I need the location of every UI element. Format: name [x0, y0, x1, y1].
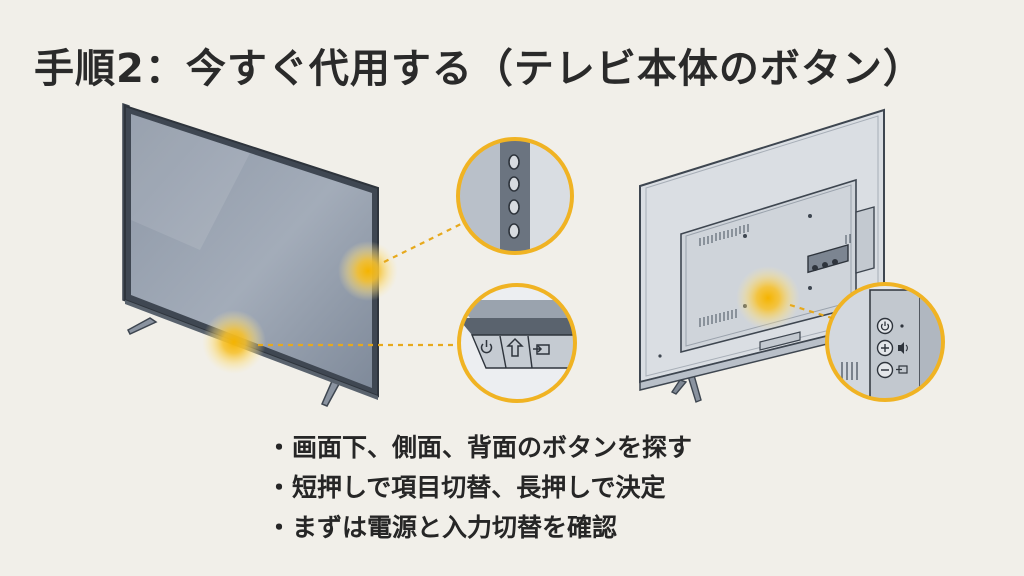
side-button-2 — [508, 176, 520, 192]
zoom-side-buttons — [456, 137, 574, 255]
instruction-item: ・まずは電源と入力切替を確認 — [266, 513, 618, 542]
side-button-highlight — [338, 241, 398, 301]
page-title: 手順2：今すぐ代用する（テレビ本体のボタン） — [34, 46, 924, 92]
input-icon — [533, 344, 550, 355]
back-button-highlight — [736, 266, 800, 330]
bottom-button-highlight — [202, 310, 266, 374]
zoom-bottom-buttons — [457, 283, 577, 403]
instruction-item: ・短押しで項目切替、長押しで決定 — [266, 473, 666, 502]
up-arrow-icon — [506, 337, 524, 357]
input-icon — [876, 361, 908, 379]
instruction-item: ・画面下、側面、背面のボタンを探す — [266, 433, 693, 462]
side-button-1 — [508, 154, 520, 170]
volume-up-icon — [876, 339, 908, 357]
power-icon — [480, 340, 493, 354]
rear-ports — [807, 243, 849, 274]
power-icon — [876, 317, 904, 335]
tv-front — [122, 102, 379, 407]
instruction-list: ・画面下、側面、背面のボタンを探す ・短押しで項目切替、長押しで決定 ・まずは電… — [266, 428, 692, 548]
side-button-4 — [508, 223, 520, 239]
back-leader-line — [789, 303, 833, 320]
side-leader-line — [383, 222, 464, 263]
tv-back — [639, 108, 885, 403]
side-button-3 — [508, 199, 520, 215]
zoom-back-buttons — [825, 282, 945, 402]
